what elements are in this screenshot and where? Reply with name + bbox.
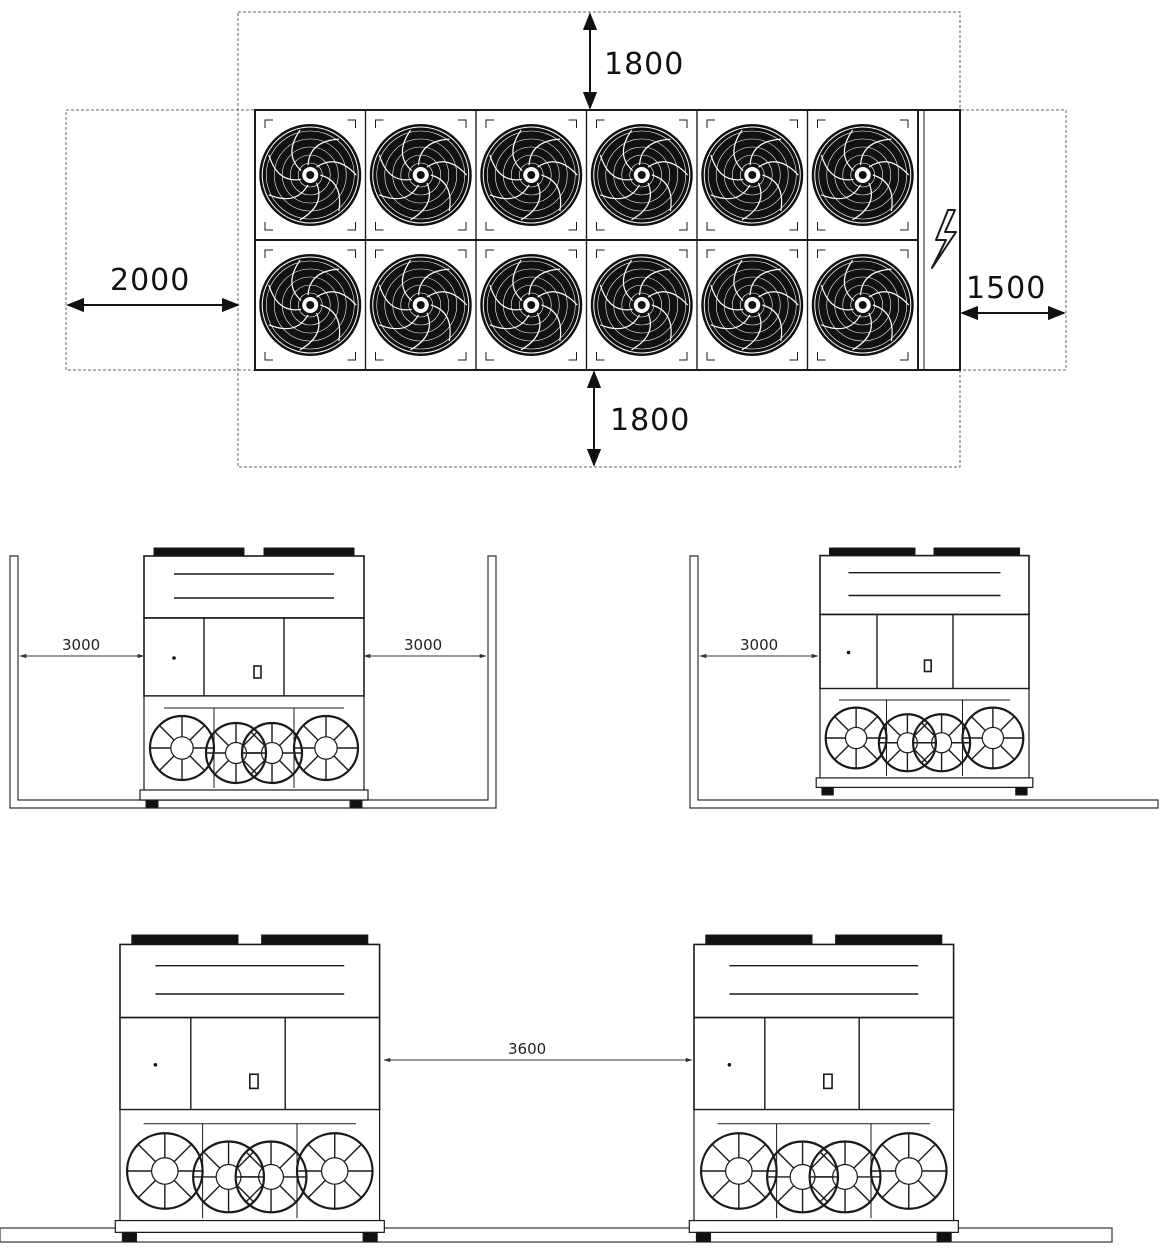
compressor-bay [693, 1109, 955, 1233]
foot [695, 1231, 712, 1243]
dim-label-bottom: 1800 [610, 403, 690, 438]
foot [121, 1231, 138, 1243]
dim-label-side-right: 3000 [404, 636, 442, 654]
panel-handle [822, 1073, 833, 1090]
fan-grid [254, 109, 919, 371]
plan-view: 1800 1800 2000 1500 [65, 11, 1067, 468]
upper-housing [119, 943, 381, 1019]
dim-label-side-one: 3000 [740, 636, 778, 654]
foot [362, 1231, 378, 1243]
dim-label-right: 1500 [966, 271, 1046, 306]
fan-top [261, 934, 369, 945]
side-unit [815, 547, 1034, 796]
foot [145, 799, 159, 809]
compressor-bay [819, 687, 1030, 788]
lightning-bolt-icon [931, 209, 957, 269]
upper-housing [819, 554, 1030, 616]
wall-one-side [689, 555, 1159, 809]
foot [821, 786, 834, 796]
side-unit [688, 934, 959, 1243]
fan-unit [585, 239, 698, 371]
dim-label-top: 1800 [604, 47, 684, 82]
service-panels [693, 1016, 955, 1111]
side-view-wall-one: 3000 [689, 547, 1159, 809]
fan-top [153, 547, 245, 557]
fan-top [131, 934, 239, 945]
panel-handle [249, 1073, 259, 1090]
dim-label-side-left: 3000 [62, 636, 100, 654]
fan-unit [475, 239, 588, 371]
foot [349, 799, 363, 809]
dim-label-spacing: 3600 [508, 1040, 546, 1058]
fan-top [705, 934, 813, 945]
fan-unit [806, 239, 919, 371]
fan-unit [696, 109, 809, 241]
side-unit [139, 547, 369, 809]
upper-housing [143, 555, 365, 619]
dim-label-left: 2000 [110, 263, 190, 298]
compressor-bay [119, 1109, 381, 1233]
fan-unit [254, 239, 367, 371]
wall-left [9, 555, 497, 809]
clearance-zone-vertical [237, 11, 961, 468]
upper-housing [693, 943, 955, 1019]
base-frame [688, 1219, 959, 1233]
fan-unit [475, 109, 588, 241]
panel-handle [923, 659, 932, 673]
fan-top [829, 547, 916, 557]
panel-handle [253, 665, 262, 679]
fan-unit [696, 239, 809, 371]
fan-top [835, 934, 943, 945]
base-frame [139, 789, 369, 801]
fan-unit [364, 239, 477, 371]
fan-unit [585, 109, 698, 241]
two-units-view: 3600 [0, 934, 1113, 1243]
service-panels [143, 617, 365, 697]
service-panels [119, 1016, 381, 1111]
compressor-bay [143, 695, 365, 801]
base-frame [114, 1219, 385, 1233]
base-frame [815, 777, 1034, 789]
foot [936, 1231, 952, 1243]
fan-top [933, 547, 1020, 557]
fan-unit [254, 109, 367, 241]
fan-top [263, 547, 355, 557]
service-panels [819, 613, 1030, 690]
side-view-walls-both: 3000 3000 [9, 547, 497, 809]
side-unit [114, 934, 385, 1243]
foot [1015, 786, 1028, 796]
